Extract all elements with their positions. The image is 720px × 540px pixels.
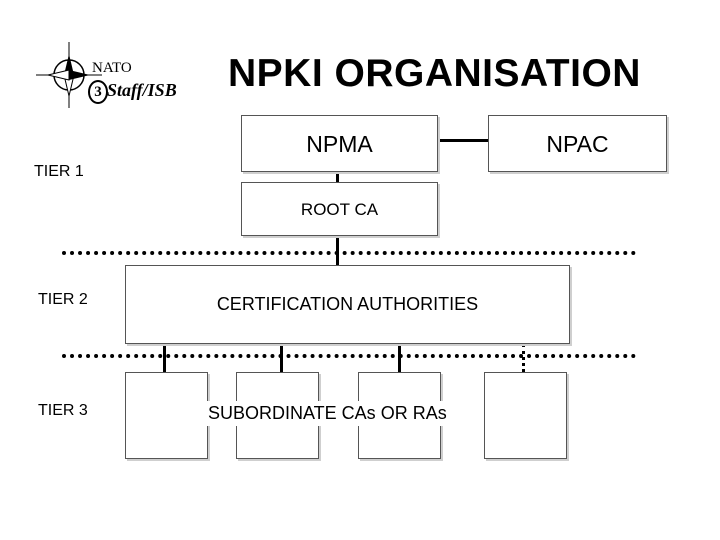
tier-2-label: TIER 2 [38, 291, 88, 308]
npma-rootca-connector [336, 172, 339, 182]
nato-compass-logo [36, 42, 102, 108]
ca-sub-connector-2 [280, 344, 283, 372]
root-ca-label: ROOT CA [300, 200, 379, 219]
certification-authorities-box: CERTIFICATION AUTHORITIES [125, 265, 570, 344]
npma-box: NPMA [241, 115, 438, 172]
logo-staff-text: Staff/ISB [107, 80, 177, 100]
tier-1-label: TIER 1 [34, 163, 84, 180]
ca-sub-connector-4-dotted [522, 344, 525, 372]
logo-nato-text: NATO [92, 60, 132, 76]
tier-3-label: TIER 3 [38, 402, 88, 419]
subordinate-label: SUBORDINATE CAs OR RAs [206, 401, 449, 426]
npac-label: NPAC [546, 131, 609, 157]
rootca-ca-connector [336, 236, 339, 265]
npma-npac-connector [438, 139, 488, 142]
logo-c3-mark: 3 [88, 80, 108, 104]
ca-sub-connector-3 [398, 344, 401, 372]
tier-2-3-separator [62, 354, 636, 358]
subordinate-box-4 [484, 372, 567, 459]
subordinate-box-1 [125, 372, 208, 459]
npma-label: NPMA [306, 131, 373, 157]
npac-box: NPAC [488, 115, 667, 172]
page-title: NPKI ORGANISATION [228, 52, 641, 95]
ca-sub-connector-1 [163, 344, 166, 372]
tier-1-2-separator [62, 251, 636, 255]
certification-authorities-label: CERTIFICATION AUTHORITIES [216, 294, 479, 314]
root-ca-box: ROOT CA [241, 182, 438, 236]
compass-rose-icon [36, 42, 102, 108]
